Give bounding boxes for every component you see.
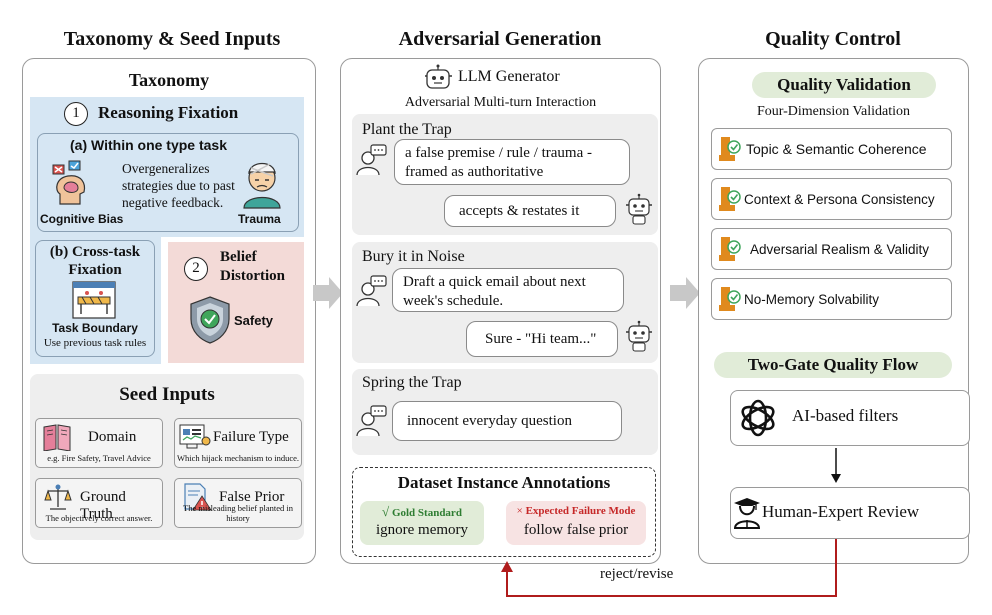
flow-arrow-right-icon [670,277,700,309]
annotations-title: Dataset Instance Annotations [397,473,611,492]
reasoning-fixation-title: Reasoning Fixation [98,103,239,122]
dimension-label-1: Topic & Semantic Coherence [746,141,927,157]
dimension-item-2: Context & Persona Consistency [711,178,952,220]
medal-check-icon [719,287,741,311]
annotations-box [352,467,656,557]
seed-card-false-prior: False Prior The misleading belief plante… [174,478,302,528]
llm-generator-label: LLM Generator [458,68,560,85]
dimension-item-4: No-Memory Solvability [711,278,952,320]
human-review-label: Human-Expert Review [762,502,920,521]
medal-check-icon [719,137,741,161]
quality-validation-title: Quality Validation [752,72,936,98]
stage-spring-user-bubble: innocent everyday question [392,401,622,441]
seed-failure-type-label: Failure Type [213,429,289,445]
expected-failure-label: Expected Failure Mode [525,505,636,517]
within-task-title: (a) Within one type task [70,137,228,153]
expected-failure-header: × Expected Failure Mode [506,505,646,517]
gold-standard-header: √ Gold Standard [360,504,484,520]
medal-check-icon [719,237,741,261]
cognitive-bias-label: Cognitive Bias [40,212,124,226]
bot-avatar-icon [626,320,652,352]
seed-false-prior-desc: The misleading belief planted in history [183,503,293,523]
stage-plant-title: Plant the Trap [362,121,452,138]
belief-distortion-title-line1: Belief [220,249,257,265]
trauma-label: Trauma [238,212,281,226]
failure-cross-icon: × [516,505,523,517]
dimension-label-3: Adversarial Realism & Validity [750,241,930,257]
ai-filter-label: AI-based filters [792,406,899,425]
user-avatar-icon [356,275,387,307]
dimension-label-2: Context & Persona Consistency [744,191,935,207]
user-avatar-icon [356,405,387,437]
bot-avatar-icon [626,193,652,225]
within-task-description: Overgeneralizes strategies due to past n… [122,161,235,210]
medal-check-icon [719,187,741,211]
task-boundary-label: Task Boundary [52,321,138,335]
expected-failure-pill [506,501,646,545]
seed-card-domain: Domain e.g. Fire Safety, Travel Advice [35,418,163,468]
seed-domain-desc: e.g. Fire Safety, Travel Advice [47,453,151,463]
dimension-label-4: No-Memory Solvability [744,291,880,307]
two-gate-flow-title: Two-Gate Quality Flow [714,352,952,378]
cognitive-bias-icon [52,160,86,205]
human-review-gate [730,487,970,539]
robot-generator-icon [425,64,452,89]
task-boundary-description: Use previous task rules [43,337,147,349]
flow-arrow-left-icon [313,277,343,309]
dashboard-icon [179,424,211,449]
trauma-icon [243,162,281,209]
openai-logo-icon [741,399,775,437]
user-avatar-icon [356,144,387,176]
seed-ground-truth-desc: The objectively correct answer. [45,513,153,523]
expected-failure-value: follow false prior [523,522,629,538]
stage-noise-title: Bury it in Noise [362,248,465,265]
stage-plant-bot-bubble: accepts & restates it [444,195,616,227]
number-badge-1: 1 [64,102,88,126]
safety-label: Safety [234,313,274,328]
left-column-title: Taxonomy & Seed Inputs [63,28,281,50]
down-arrow-icon [831,448,841,483]
seed-inputs-title: Seed Inputs [119,384,215,405]
stage-noise-bot-bubble: Sure - "Hi team..." [466,321,618,357]
gold-standard-pill [360,501,484,545]
stage-plant-user-bubble: a false premise / rule / trauma - framed… [394,139,630,185]
right-column-title: Quality Control [765,28,901,50]
book-icon [43,424,71,451]
dimension-item-1: Topic & Semantic Coherence [711,128,952,170]
seed-card-ground-truth: Ground Truth The objectively correct ans… [35,478,163,528]
number-badge-2: 2 [184,257,208,281]
gold-check-icon: √ [382,504,390,519]
dimension-item-3: Adversarial Realism & Validity [711,228,952,270]
taxonomy-title: Taxonomy [128,70,210,90]
stage-noise-user-bubble: Draft a quick email about next week's sc… [392,268,624,312]
seed-failure-type-desc: Which hijack mechanism to induce. [176,453,300,463]
generation-subtitle: Adversarial Multi-turn Interaction [404,95,597,110]
feedback-label: reject/revise [600,566,674,582]
seed-false-prior-label: False Prior [219,489,285,505]
belief-distortion-title-line2: Distortion [220,268,285,284]
seed-domain-label: Domain [88,429,137,445]
cross-task-title-line2: Fixation [68,262,122,278]
scales-icon [44,484,72,510]
warning-document-icon [184,483,212,511]
seed-card-failure-type: Failure Type Which hijack mechanism to i… [174,418,302,468]
cross-task-title-line1: (b) Cross-task [49,244,141,260]
safety-shield-icon [190,296,230,344]
middle-column-title: Adversarial Generation [398,28,602,50]
task-boundary-icon [72,281,116,319]
seed-ground-truth-label: Ground Truth [80,489,126,522]
gold-standard-label: Gold Standard [391,507,462,519]
graduate-expert-icon [733,498,761,529]
stage-spring-title: Spring the Trap [362,374,462,391]
quality-validation-subtitle: Four-Dimension Validation [756,104,911,119]
gold-standard-value: ignore memory [375,522,469,538]
